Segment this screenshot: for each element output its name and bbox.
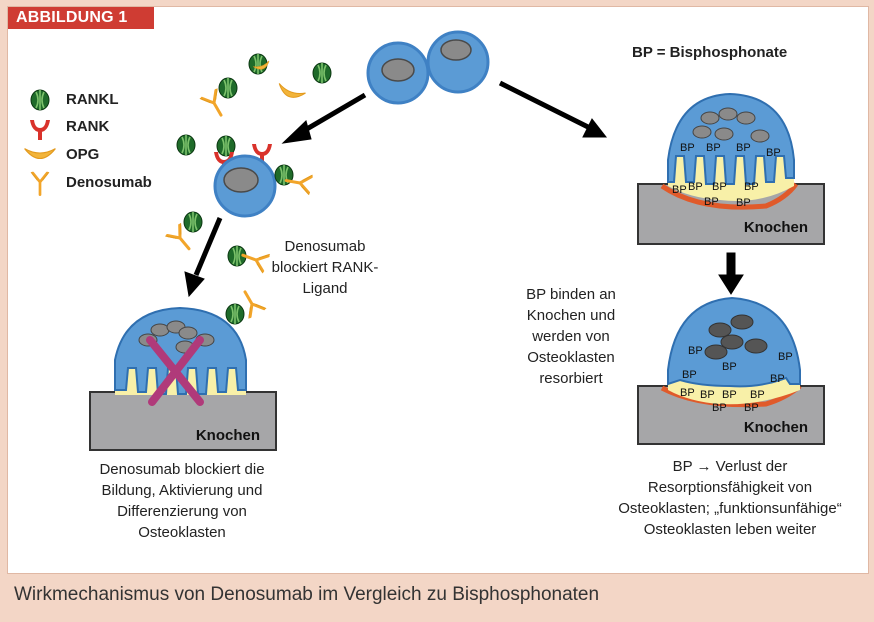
svg-text:BP: BP — [766, 147, 781, 159]
legend-icons — [24, 89, 56, 196]
bp-marks-bottom: BP BP BP BP BP BP BP BP BP BP BP — [680, 345, 793, 414]
bp-marks-top: BP BP BP BP BP BP BP BP BP BP — [672, 142, 781, 209]
svg-text:BP: BP — [778, 351, 793, 363]
svg-text:BP: BP — [672, 184, 687, 196]
svg-text:BP: BP — [736, 142, 751, 154]
bone-label-left: Knochen — [196, 427, 260, 444]
floating-molecules — [198, 53, 332, 122]
svg-text:BP: BP — [688, 345, 703, 357]
opg-icon — [24, 148, 56, 160]
legend-rank: RANK — [66, 118, 110, 135]
svg-text:BP: BP — [706, 142, 721, 154]
svg-text:BP: BP — [750, 389, 765, 401]
figure-caption: Wirkmechanismus von Denosumab im Verglei… — [14, 584, 600, 605]
svg-text:BP: BP — [680, 387, 695, 399]
svg-text:BP: BP — [744, 181, 759, 193]
legend-opg: OPG — [66, 146, 100, 163]
figure-tag: ABBILDUNG 1 — [8, 7, 154, 29]
svg-text:BP: BP — [700, 389, 715, 401]
rank-icon — [30, 120, 50, 140]
label-bp-bind: BP binden an Knochen und werden von Oste… — [526, 286, 616, 387]
svg-text:BP: BP — [744, 402, 759, 414]
svg-text:BP: BP — [712, 402, 727, 414]
svg-text:BP: BP — [722, 389, 737, 401]
rank-cell — [176, 134, 315, 218]
legend-denosumab: Denosumab — [66, 174, 152, 191]
label-denosumab-blocks-formation: Denosumab blockiert die Bildung, Aktivie… — [99, 461, 265, 541]
svg-text:BP: BP — [680, 142, 695, 154]
rankl-icon — [30, 89, 50, 111]
svg-text:BP: BP — [712, 181, 727, 193]
precursor-cells — [366, 30, 490, 105]
bp-title: BP = Bisphosphonate — [632, 44, 788, 61]
legend-rankl: RANKL — [66, 91, 119, 108]
arrows — [184, 80, 744, 298]
bp-osteoclast-top: Knochen BP BP BP BP BP BP BP BP BP BP — [637, 92, 825, 245]
blocked-osteoclast: Knochen — [89, 306, 277, 451]
bp-osteoclast-bottom: Knochen BP BP BP BP BP BP BP BP BP BP BP — [637, 296, 825, 445]
svg-text:BP: BP — [736, 197, 751, 209]
svg-text:BP: BP — [722, 361, 737, 373]
svg-text:BP: BP — [770, 373, 785, 385]
svg-text:BP: BP — [682, 369, 697, 381]
bone-label-top-right: Knochen — [744, 219, 808, 236]
bone-label-bottom-right: Knochen — [744, 419, 808, 436]
label-denosumab-blocks-ligand: Denosumab blockiert RANK-Ligand — [271, 238, 379, 297]
denosumab-icon — [29, 170, 51, 196]
label-bp-loss: BP → Verlust der Resorptionsfähigkeit vo… — [618, 458, 842, 538]
svg-text:BP: BP — [704, 196, 719, 208]
svg-text:BP: BP — [688, 181, 703, 193]
